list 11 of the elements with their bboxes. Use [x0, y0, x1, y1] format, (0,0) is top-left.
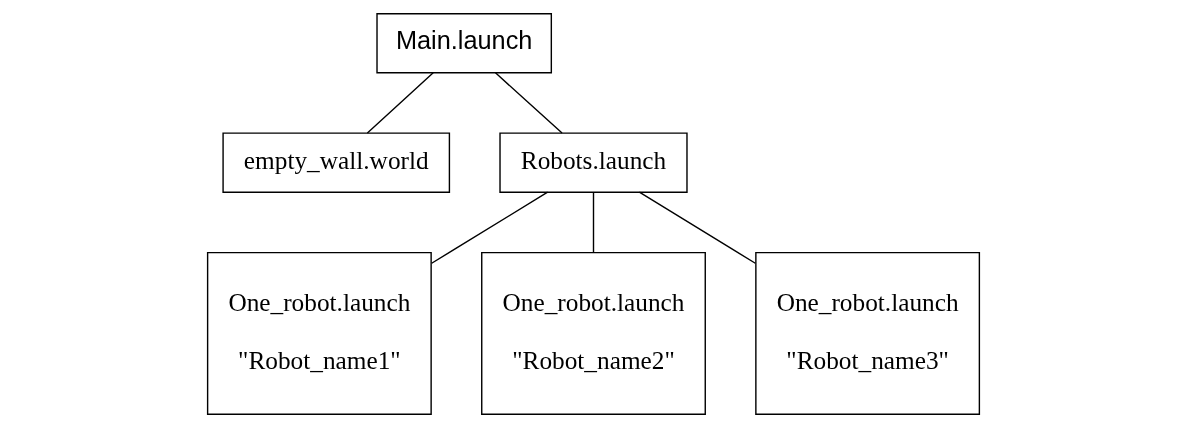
node-box: empty_wall.world [221, 132, 450, 193]
node-box: Main.launch [375, 12, 552, 74]
node-box: One_robot.launch "Robot_name2" [480, 251, 706, 416]
connector [494, 72, 563, 134]
node-box: One_robot.launch "Robot_name1" [206, 251, 432, 416]
connector [366, 72, 434, 134]
node-box: One_robot.launch "Robot_name3" [754, 251, 980, 416]
connector [592, 191, 594, 254]
node-box: Robots.launch [498, 132, 688, 193]
connector [638, 191, 756, 264]
connector [430, 191, 548, 264]
